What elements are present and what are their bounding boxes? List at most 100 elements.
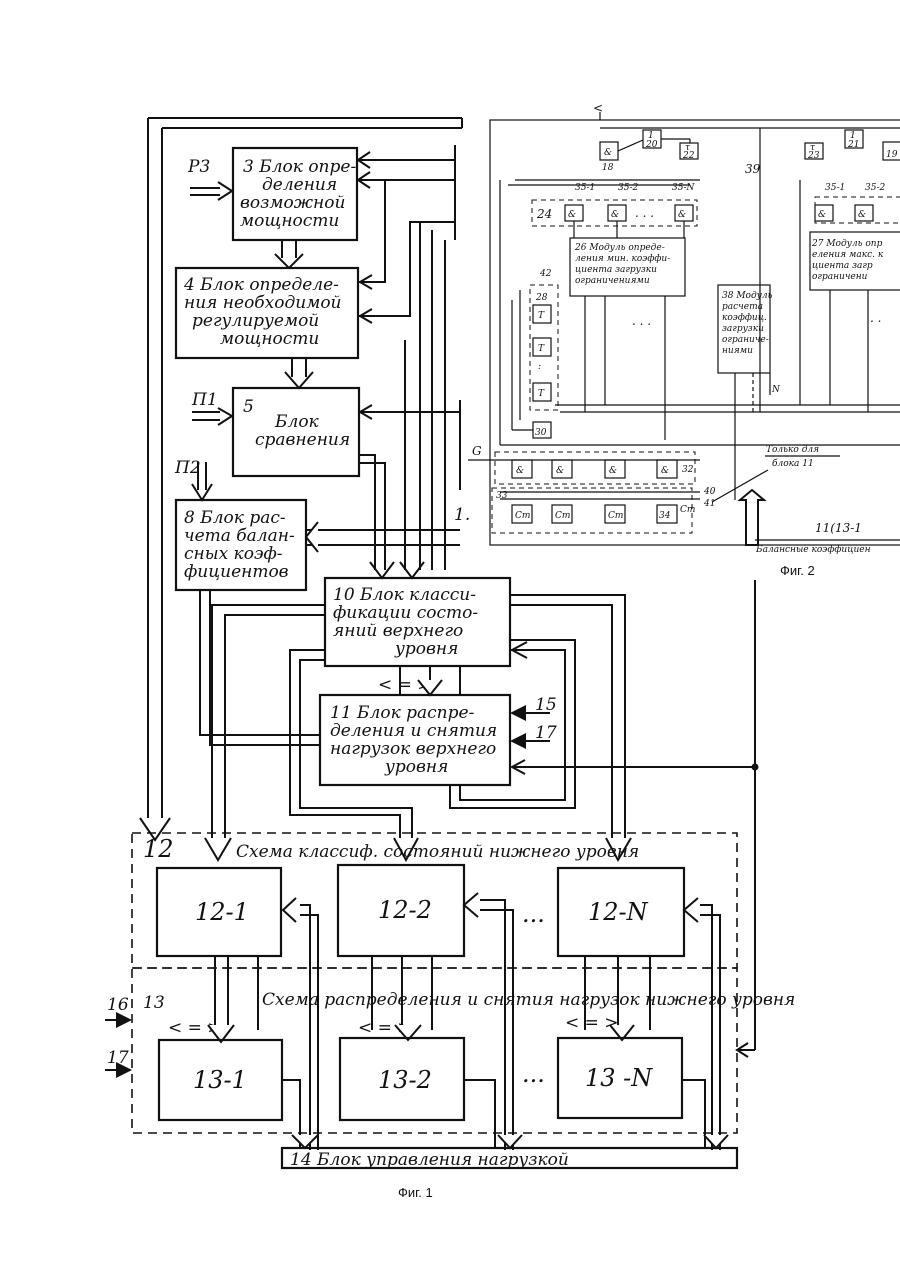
svg-text:1.: 1. <box>454 505 470 525</box>
svg-text:T: T <box>538 344 545 354</box>
input-17b: 17 <box>107 1048 129 1068</box>
svg-text:. . .: . . . <box>632 314 651 328</box>
svg-text:3 Блок опре-: 3 Блок опре- <box>243 157 356 177</box>
svg-text:35-2: 35-2 <box>865 183 885 193</box>
svg-text:циента загр: циента загр <box>812 261 873 271</box>
svg-text:циента загрузки: циента загрузки <box>575 265 657 275</box>
svg-text:40: 40 <box>703 487 716 497</box>
svg-text:&: & <box>611 210 619 220</box>
svg-text:21: 21 <box>847 140 859 150</box>
svg-text:блока 11: блока 11 <box>772 458 814 469</box>
svg-text:&: & <box>678 210 686 220</box>
fig2: < & 18 1 20 τ 22 39 τ 23 1 21 19 24 & & … <box>468 101 900 578</box>
svg-text:сных коэф-: сных коэф- <box>184 544 283 564</box>
svg-text:уровня: уровня <box>384 757 448 777</box>
svg-text:регулируемой: регулируемой <box>192 311 319 331</box>
svg-text:10 Блок класси-: 10 Блок класси- <box>333 585 476 605</box>
fig2-caption: Фиг. 2 <box>780 563 815 578</box>
svg-text:возможной: возможной <box>240 193 345 213</box>
svg-text:&: & <box>556 466 564 476</box>
input-16: 16 <box>107 995 129 1015</box>
svg-text:нагрузок верхнего: нагрузок верхнего <box>330 739 496 759</box>
svg-text:Балансные коэффициен: Балансные коэффициен <box>755 545 871 555</box>
fig1: 3 Блок опре- деления возможной мощности … <box>105 118 795 1200</box>
svg-text:. . .: . . . <box>635 206 654 220</box>
svg-text:13-2: 13-2 <box>378 1066 432 1094</box>
svg-text:Ст: Ст <box>680 505 695 515</box>
svg-text:&: & <box>661 466 669 476</box>
svg-text:Блок: Блок <box>274 412 320 432</box>
svg-text:13 -N: 13 -N <box>585 1064 653 1092</box>
ellipsis-13: ... <box>522 1060 545 1088</box>
svg-text:14 Блок управления нагрузкой: 14 Блок управления нагрузкой <box>290 1150 569 1170</box>
svg-text:39: 39 <box>745 162 761 176</box>
svg-text:12-N: 12-N <box>588 898 649 926</box>
svg-text:12-2: 12-2 <box>378 896 432 924</box>
svg-text:G: G <box>472 444 482 458</box>
svg-text:ограниче-: ограниче- <box>722 335 769 345</box>
svg-text:Ст: Ст <box>555 511 570 521</box>
svg-text:фициентов: фициентов <box>184 562 289 582</box>
svg-text:деления и снятия: деления и снятия <box>330 721 497 741</box>
svg-text:&: & <box>568 210 576 220</box>
svg-text::: : <box>538 362 541 372</box>
group-13-title: Схема распределения и снятия нагрузок ни… <box>262 990 795 1010</box>
svg-text:&: & <box>818 210 826 220</box>
balance-input-arrow <box>740 490 764 545</box>
signs-13-n: < = > <box>565 1013 619 1033</box>
group-12-title: Схема классиф. состояний нижнего уровня <box>236 842 639 862</box>
svg-text:еления макс. к: еления макс. к <box>812 250 884 260</box>
svg-text:T: T <box>538 311 545 321</box>
svg-text:ния необходимой: ния необходимой <box>184 293 342 313</box>
svg-text:27 Модуль опр: 27 Модуль опр <box>811 239 883 249</box>
svg-text:11(13-1: 11(13-1 <box>815 521 862 535</box>
input-p3: P3 <box>187 157 210 177</box>
group-13-number: 13 <box>143 993 165 1013</box>
svg-text:Ст: Ст <box>608 511 623 521</box>
svg-text:чета балан-: чета балан- <box>184 526 295 546</box>
svg-text:T: T <box>538 389 545 399</box>
svg-text:уровня: уровня <box>394 639 458 659</box>
input-p2: П2 <box>174 458 201 478</box>
svg-text:35-1: 35-1 <box>825 183 845 193</box>
group-12-number: 12 <box>143 835 174 863</box>
svg-text:26 Модуль опреде-: 26 Модуль опреде- <box>574 243 665 253</box>
svg-text:28: 28 <box>535 293 548 303</box>
svg-text:Ст: Ст <box>515 511 530 521</box>
svg-text:8 Блок рас-: 8 Блок рас- <box>184 508 286 528</box>
svg-text:&: & <box>858 210 866 220</box>
svg-text:24: 24 <box>536 207 552 221</box>
fig1-caption: Фиг. 1 <box>398 1185 433 1200</box>
svg-text:мощности: мощности <box>220 329 319 349</box>
input-p1: П1 <box>191 390 218 410</box>
svg-text:22: 22 <box>682 151 695 161</box>
svg-text:19: 19 <box>886 150 898 160</box>
svg-text:38 Модуль: 38 Модуль <box>722 291 773 301</box>
svg-text:12-1: 12-1 <box>195 898 249 926</box>
svg-text:5: 5 <box>243 397 254 417</box>
svg-text:30: 30 <box>535 428 547 438</box>
svg-text:коэффиц.: коэффиц. <box>722 313 767 323</box>
svg-text:Только для: Только для <box>766 445 819 455</box>
svg-text:&: & <box>609 466 617 476</box>
svg-text:&: & <box>604 148 612 158</box>
svg-text:ограничени: ограничени <box>812 272 868 282</box>
svg-text:яний верхнего: яний верхнего <box>333 621 463 641</box>
svg-text:сравнения: сравнения <box>255 430 350 450</box>
svg-text:&: & <box>516 466 524 476</box>
svg-text:11 Блок распре-: 11 Блок распре- <box>330 703 475 723</box>
svg-text:34: 34 <box>659 511 671 521</box>
ellipsis-12: ... <box>522 900 545 928</box>
svg-text:20: 20 <box>645 140 658 150</box>
svg-text:ниями: ниями <box>722 346 753 356</box>
svg-text:42: 42 <box>539 269 552 279</box>
svg-text:13-1: 13-1 <box>193 1066 247 1094</box>
svg-text:расчета: расчета <box>722 302 763 312</box>
svg-text:4 Блок определе-: 4 Блок определе- <box>183 275 339 295</box>
svg-text:ограничениями: ограничениями <box>575 276 650 286</box>
svg-text:загрузки: загрузки <box>722 324 764 334</box>
svg-text:32: 32 <box>682 465 694 475</box>
svg-text:деления: деления <box>262 175 337 195</box>
svg-text:N: N <box>771 385 781 395</box>
